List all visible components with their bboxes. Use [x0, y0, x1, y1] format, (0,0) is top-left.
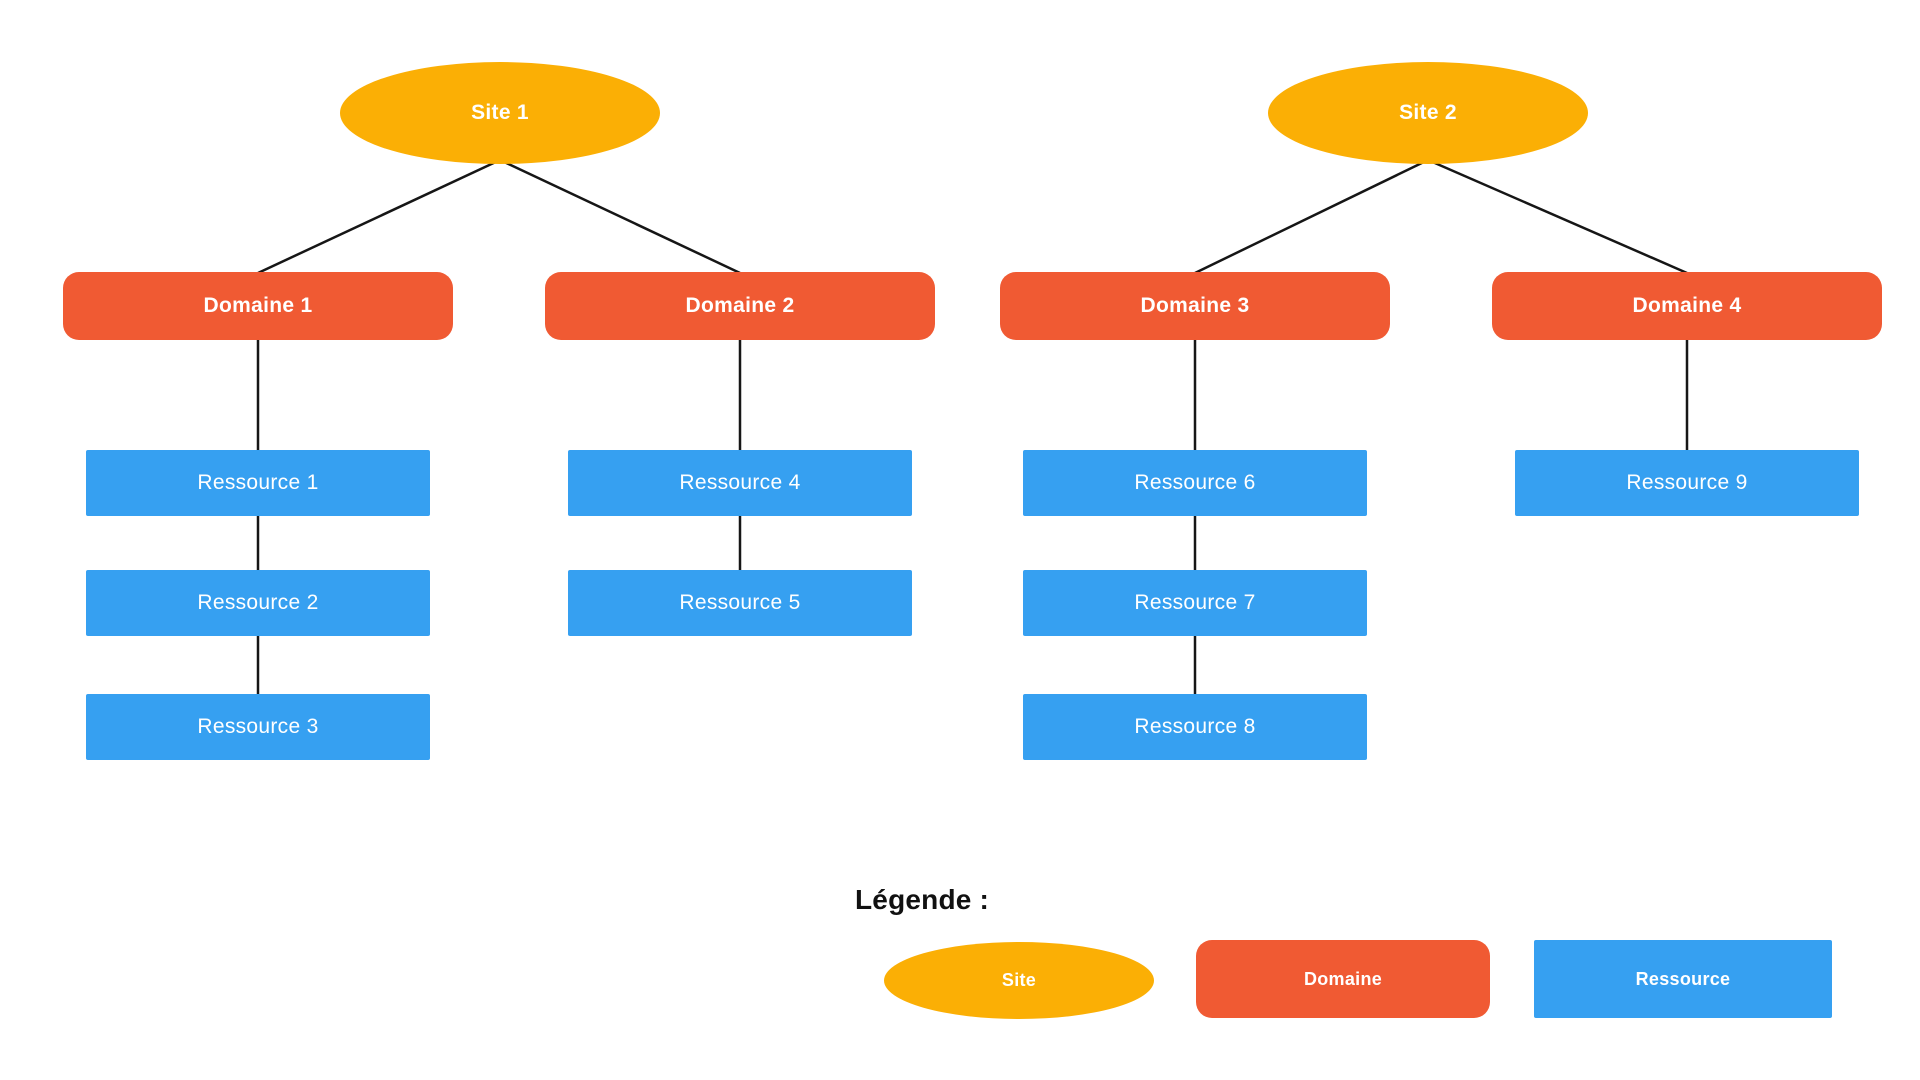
ressource-5-node: Ressource 5 [568, 570, 912, 636]
domaine-2-node: Domaine 2 [545, 272, 935, 340]
ressource-1-node: Ressource 1 [86, 450, 430, 516]
ressource-9-node: Ressource 9 [1515, 450, 1859, 516]
domaine-4-node: Domaine 4 [1492, 272, 1882, 340]
ressource-4-node: Ressource 4 [568, 450, 912, 516]
legend-resource-shape: Ressource [1534, 940, 1832, 1018]
domaine-1-node: Domaine 1 [63, 272, 453, 340]
ressource-6-node: Ressource 6 [1023, 450, 1367, 516]
ressource-2-node: Ressource 2 [86, 570, 430, 636]
site-1-node: Site 1 [340, 62, 660, 164]
legend-title: Légende : [855, 884, 990, 915]
site-2-node: Site 2 [1268, 62, 1588, 164]
legend-site-shape: Site [884, 942, 1154, 1019]
ressource-7-node: Ressource 7 [1023, 570, 1367, 636]
domaine-3-node: Domaine 3 [1000, 272, 1390, 340]
ressource-3-node: Ressource 3 [86, 694, 430, 760]
legend-domain-shape: Domaine [1196, 940, 1490, 1018]
ressource-8-node: Ressource 8 [1023, 694, 1367, 760]
